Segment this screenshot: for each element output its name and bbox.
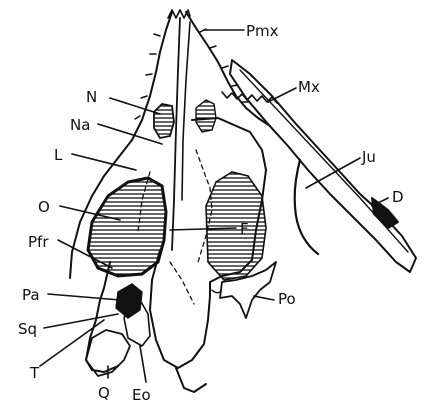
label-pa: Pa — [22, 286, 40, 304]
label-o: O — [38, 198, 50, 216]
nasal-opening-right — [196, 100, 216, 132]
label-pfr: Pfr — [28, 233, 49, 251]
label-l: L — [54, 146, 63, 164]
label-po: Po — [278, 290, 296, 308]
nasal-opening-left — [154, 104, 174, 138]
label-f: F — [240, 220, 249, 238]
label-sq: Sq — [18, 320, 37, 338]
squamosal-patch — [116, 284, 142, 318]
label-t: T — [29, 364, 40, 382]
frontal-fenestra — [206, 172, 266, 280]
label-ju: Ju — [361, 148, 376, 166]
label-d: D — [392, 188, 404, 206]
label-mx: Mx — [298, 78, 320, 96]
label-pmx: Pmx — [246, 22, 279, 40]
label-n: N — [86, 88, 97, 106]
label-na: Na — [70, 116, 90, 134]
label-q: Q — [98, 384, 110, 402]
label-eo: Eo — [132, 386, 151, 404]
